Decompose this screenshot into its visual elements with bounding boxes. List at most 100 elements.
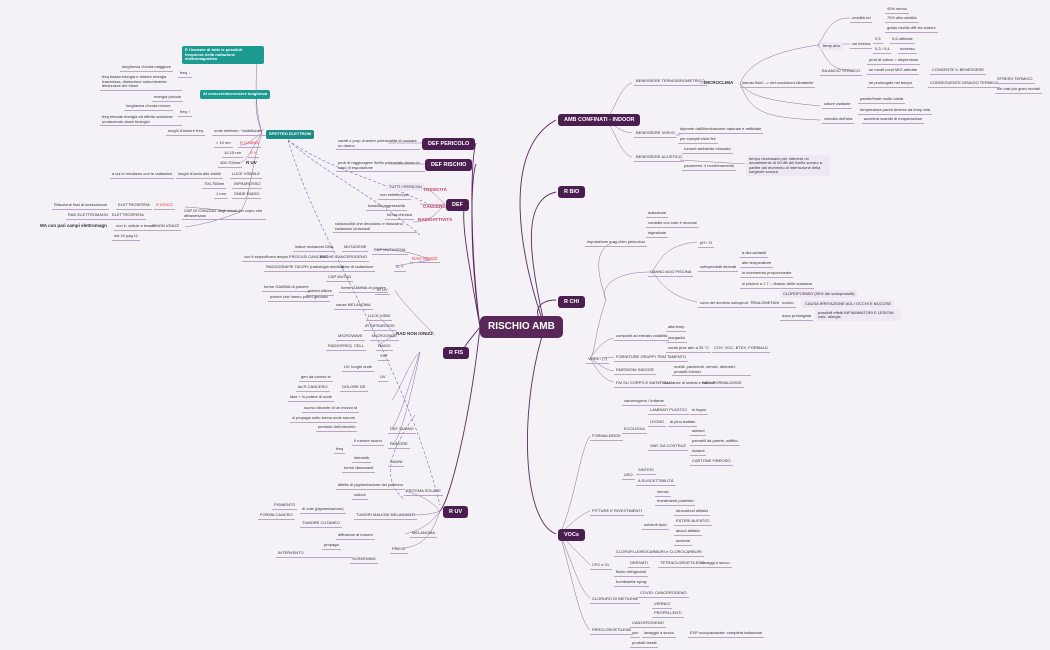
node-emissioni: EMISSIONI INDOOR [614, 367, 656, 375]
node-suscettibilita: A SUSCETTIBILITÀ [636, 478, 676, 486]
branch-spettro[interactable]: SPETTRO ELETTROM [266, 130, 314, 139]
node-gamma: forme GAMMA di polvere [262, 284, 311, 292]
node-tumori-maligni: TUMORI MALIGNI MELANOCITI [354, 512, 417, 520]
node-microclima: MICROCLIMA [704, 80, 734, 85]
branch-amb-confinati[interactable]: AMB CONFINATI - INDOOR [558, 114, 641, 127]
node-trialometani: cons del dominio sottoprod. TRIALOMETANI [698, 300, 782, 308]
node-energia: energia piccola [152, 94, 183, 102]
node-alta-temp: alta temp [666, 324, 687, 332]
node-bilancio-3: se prolungato nel tempo [867, 80, 914, 88]
node-rad-non-ionizz: RAD NON IONIZZ [396, 331, 433, 336]
node-preve: PREVE [390, 546, 408, 554]
node-calore-radiante: calore radiante [822, 101, 853, 109]
node-idrocarburi: idrocarburi alifatici [674, 508, 711, 516]
branch-r-fis[interactable]: R FIS [443, 347, 470, 360]
node-gf: G. F [394, 264, 406, 272]
node-visibile: a cui ci rendiamo con le radiazioni [110, 171, 175, 179]
node-cfc-1: CLOROFLUOROCARBURI e CLOROCARBURI [614, 549, 704, 557]
node-velocita-sub: accelera scambi di evaporazione [862, 116, 925, 124]
node-vocs-label: VOCs - (?) [586, 356, 610, 364]
node-scale-4: 1 mm [214, 191, 228, 199]
node-contatto: contatto con cute e mucose [646, 220, 699, 228]
node-velocita: velocità dell'aria [822, 116, 855, 124]
node-suono-vibrante: suono vibrante di un mezzo st [302, 405, 360, 413]
node-screening: SCREENING [350, 556, 378, 564]
node-procusi: con ti sepecificam ampio PROCUSI CANCERO [242, 254, 331, 262]
node-def-rischio-text: prob di raggiungere livello potenziale d… [336, 160, 425, 173]
node-onde-sonore: si propaga sotto forma onde sonore [290, 415, 358, 423]
node-cute: di cute (pigmentazione) [300, 506, 346, 514]
node-intensita: intensità [352, 455, 371, 463]
node-acustico-note: tempo necessario per ottenere un decadim… [746, 155, 830, 177]
branch-def[interactable]: DEF [446, 199, 469, 212]
node-vel-interna: vel interna [850, 41, 873, 49]
node-temp-aria: temp aria [820, 42, 843, 50]
branch-r-uv[interactable]: R UV [443, 506, 469, 519]
node-bilancio-2: se modif cond MIG alterate [867, 67, 920, 75]
node-benessere-acustico: BENESSERE ACUSTICO [634, 154, 685, 162]
node-microonde: MICROONDE [370, 333, 399, 341]
node-freq: freq [334, 446, 345, 454]
node-cap-mutagena: CAP MUTAGENA [372, 247, 408, 255]
node-acustico-2: parametro: il riverberamento [682, 163, 737, 171]
node-cfc-5: bombolette spray [614, 579, 649, 587]
node-spettro-def: È l'insieme di tutte le possibili freque… [182, 46, 264, 64]
node-cloruro-3: PROPELLENTI [652, 610, 684, 618]
node-infrarossi: IR INFRAROSSI [363, 323, 397, 331]
node-rivestimenti: rivestimenti protettivi [655, 498, 696, 506]
node-disagio: CONSEGUENTE DISAGIO TERMICO [928, 80, 1001, 88]
node-cartone: CARTONE FIBROSO [690, 458, 733, 466]
node-radiografie: RADIOGRAFIE TAC/RX (radiologia medica) [264, 264, 347, 272]
node-rumore: RUMORE [388, 441, 410, 449]
node-mutaz-dna: inidue mutazioni DNA [293, 244, 336, 252]
node-anche-cancero: ANCHE CANCEROGENO [318, 254, 369, 262]
node-ph: pH / Cl [698, 240, 715, 248]
node-polveri: polveri silicee [306, 288, 335, 296]
node-danni: DANNI [388, 459, 405, 467]
node-sintesi: SINTESI [636, 467, 656, 475]
branch-def-rischio[interactable]: DEF RISCHIO [425, 159, 473, 172]
node-cfc: CFC e CL [590, 562, 612, 570]
node-pino: di pino trattato [668, 419, 698, 427]
root-node[interactable]: RISCHIO AMB [480, 316, 563, 338]
node-ir-uv: IR UV [375, 287, 390, 295]
branch-vocs[interactable]: VOCs [558, 529, 585, 542]
node-non-selettivo: non selettivo/più [378, 192, 411, 200]
node-microclima-def: interaz fisici --> det condizioni climat… [740, 80, 816, 88]
node-forma-cancro: FORMA CANCRO [258, 512, 295, 520]
node-cellule: non è, cellule e tessuti [114, 223, 158, 231]
node-stress: STRESS TERMICO [995, 76, 1035, 84]
node-visivo-1: dipende dall'illuminazione naturale e ar… [678, 126, 764, 134]
node-spettro-crescere: Al crescere/decrescere lunghezza [200, 90, 271, 99]
node-laminati: LAMINATI PLASTICI [648, 407, 690, 415]
node-piscine: in piscine a 1 T – rilascio delle sostan… [740, 281, 815, 289]
node-freq-bassa: freq bassa energia e minore energia tras… [100, 74, 182, 91]
node-ecologia: ECOLOGIA [622, 426, 647, 434]
node-percloro-4: EXP occupazionale: completa inalazione [688, 630, 765, 638]
node-pendolo: pendolo dell'orecchio [316, 424, 358, 432]
node-calore-2: temperatura pareti diverse da temp aria [858, 107, 933, 115]
node-scale-2: 400-700nm [218, 160, 243, 168]
node-var-costruz: VAR. DA COSTRUZ [648, 443, 688, 451]
node-r-non-ionizz: R NON IONIZZ [150, 223, 182, 231]
node-forniture: FORNITURE GRUPPI TRATTAMENTO [614, 354, 689, 362]
node-in-legno: in legno [690, 407, 709, 415]
node-intervento: INTERVENTO [276, 550, 352, 558]
node-tossicita: TOSSICITÀ [423, 187, 447, 192]
branch-r-bio[interactable]: R BIO [558, 186, 586, 199]
node-legno: LEGNO [648, 419, 667, 427]
branch-r-chi[interactable]: R CHI [558, 296, 585, 309]
node-cancero-def: CANCERO [423, 204, 446, 209]
node-uso: USO [622, 472, 635, 480]
node-alcool: alcool alifatici [674, 528, 702, 536]
node-dissonanti: forme dissonanti [342, 465, 376, 473]
node-cloruro: CLORURO DI METILENE [590, 596, 641, 604]
node-diffusione: diffusione di tumore [336, 532, 375, 540]
node-campi: MA con pari campi elettromagn [40, 223, 107, 228]
node-acustico-1: rumore ambiente misurato [682, 146, 733, 154]
node-scale-0: < 10 nm [214, 140, 233, 148]
node-tasso: ELETTROSFERA [116, 202, 152, 210]
branch-def-pericolo[interactable]: DEF PERICOLO [422, 138, 476, 151]
node-vel-4: eccesso [898, 46, 917, 54]
node-percloro-2: uso [630, 630, 641, 638]
